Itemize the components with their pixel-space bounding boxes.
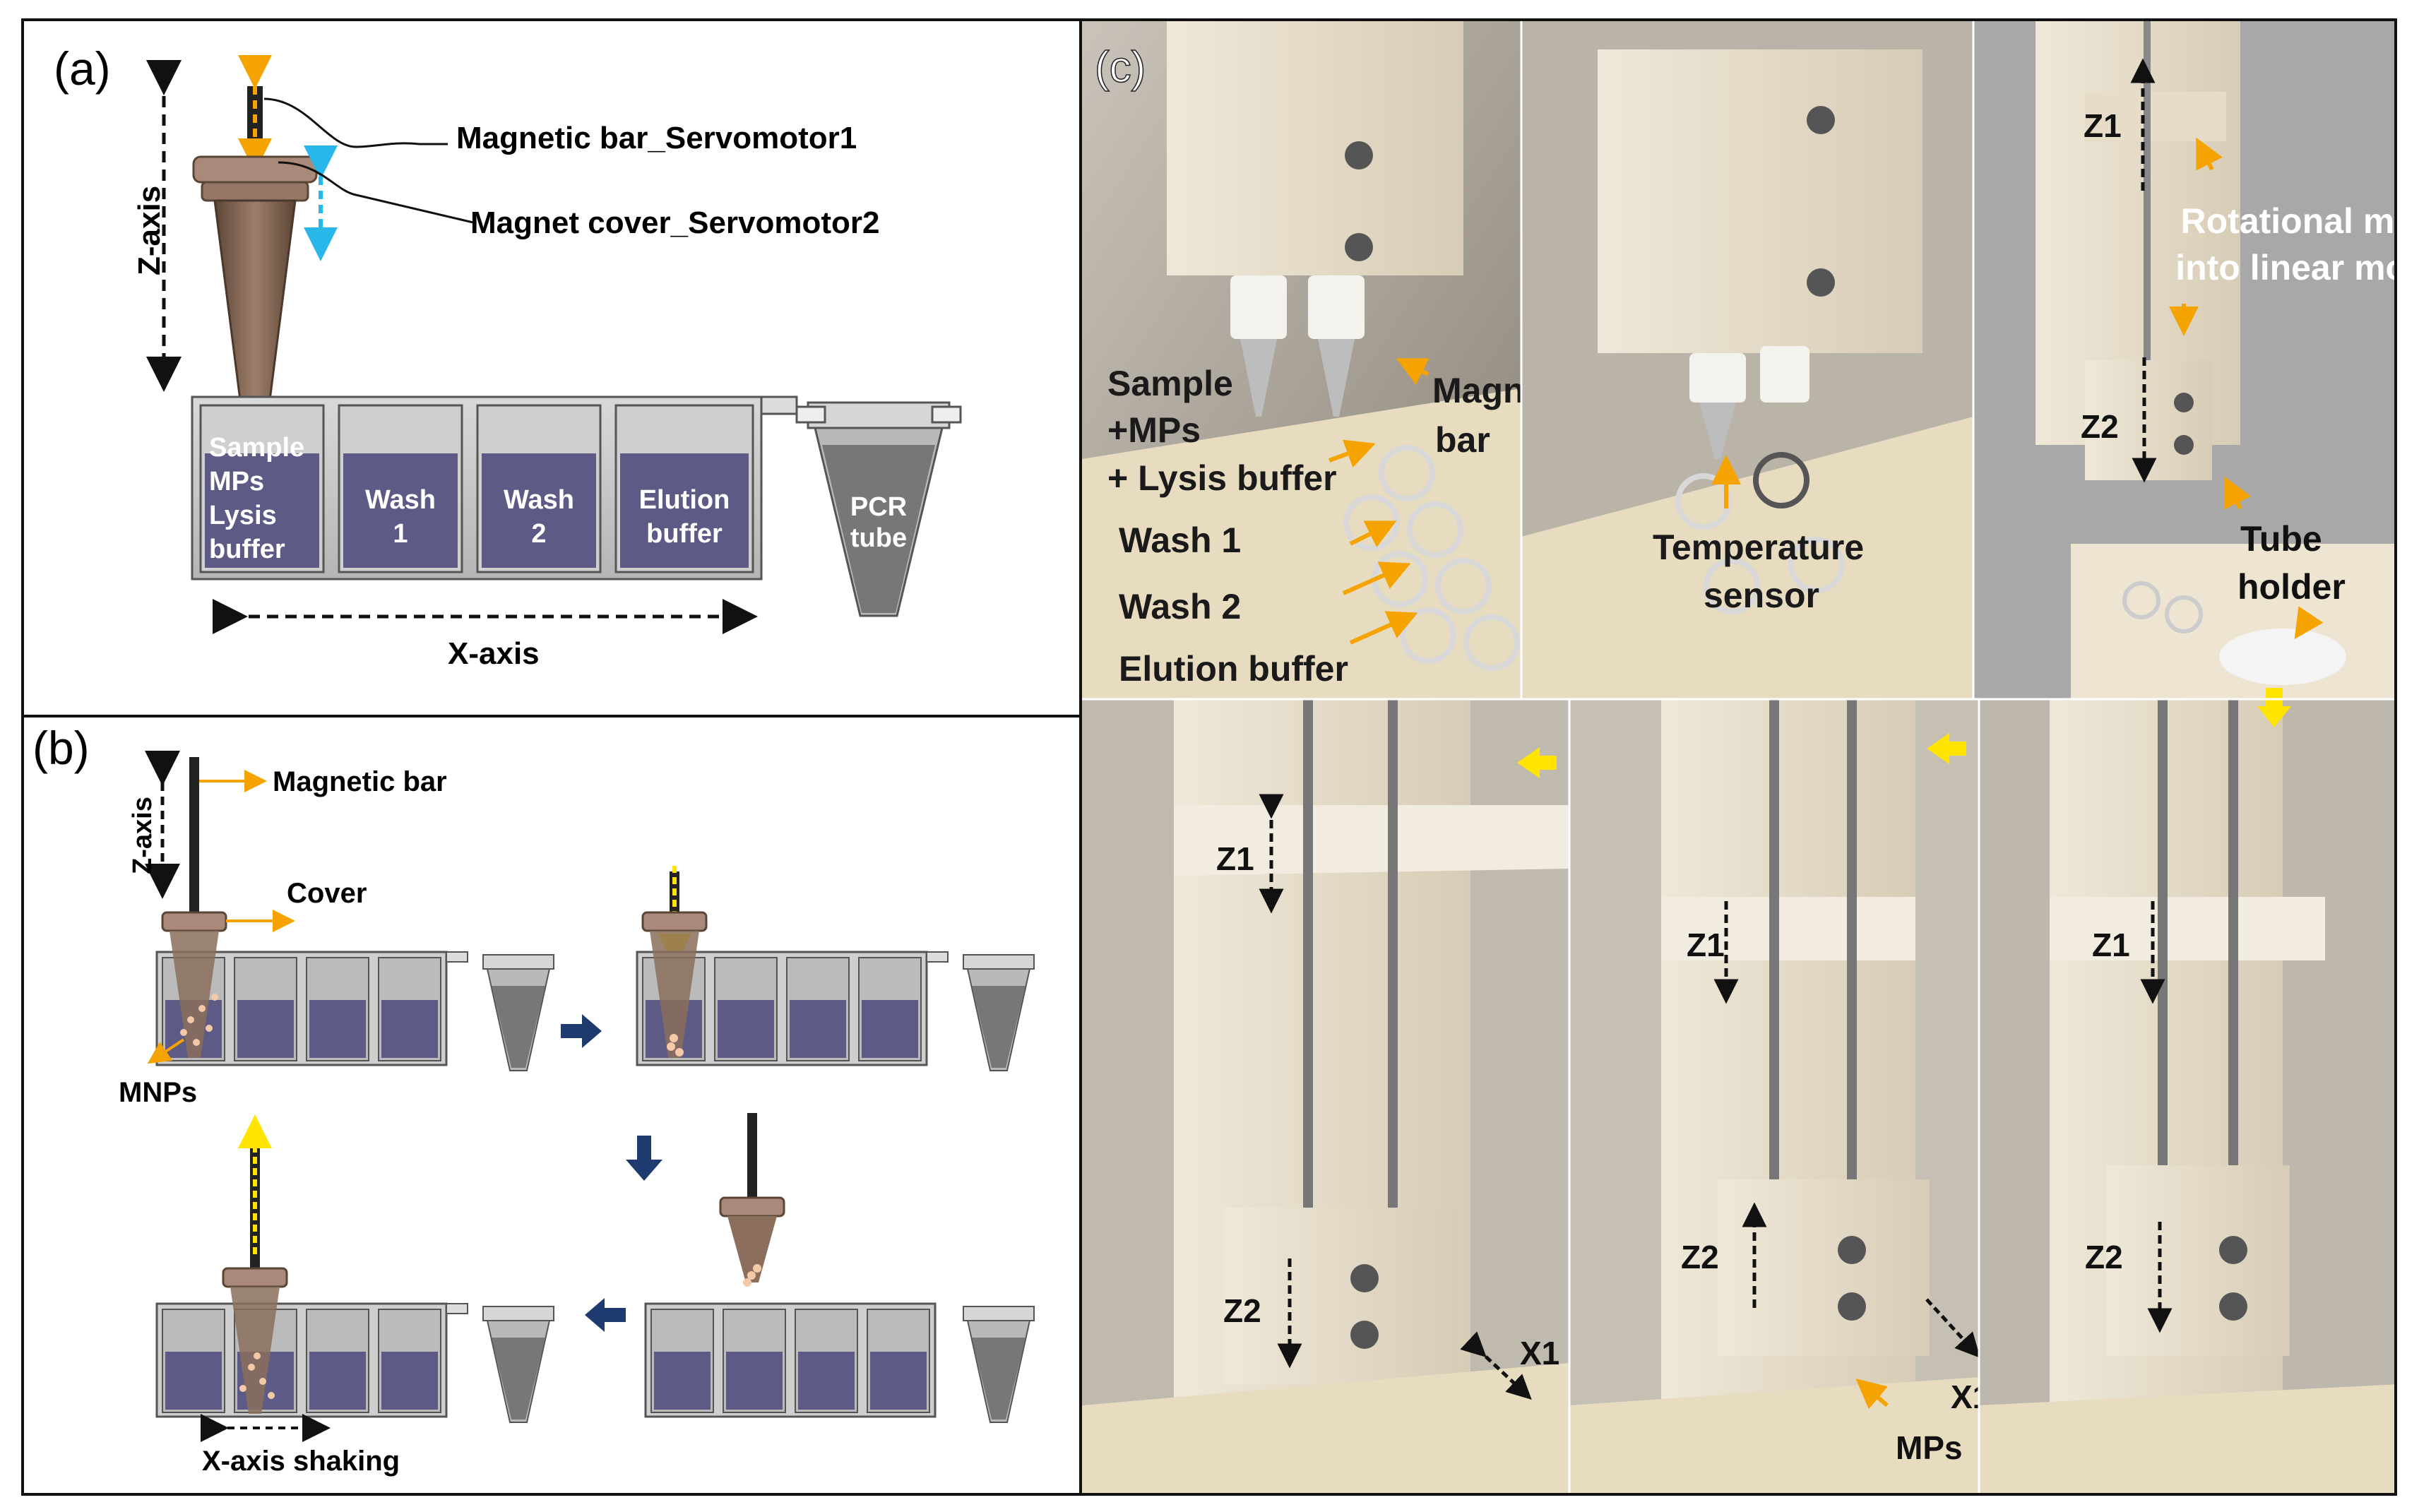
svg-text:PCR: PCR <box>850 492 907 522</box>
svg-text:Z2: Z2 <box>2081 408 2119 445</box>
svg-text:holder: holder <box>2237 567 2346 607</box>
panel-a-label: (a) <box>54 42 111 95</box>
photo-2 <box>1521 21 1973 699</box>
step-arrow-left <box>585 1298 626 1332</box>
svg-text:Z1: Z1 <box>1216 840 1254 877</box>
magnetic-bar-label-b: Magnetic bar <box>273 766 447 797</box>
well-wash-2: Wash 2 <box>476 404 602 573</box>
svg-text:+ Lysis buffer: + Lysis buffer <box>1107 458 1337 498</box>
svg-text:+MPs: +MPs <box>1107 410 1201 450</box>
z-axis-label: Z-axis <box>132 186 167 275</box>
svg-text:bar: bar <box>1435 420 1490 460</box>
svg-text:Wash: Wash <box>504 485 574 515</box>
svg-text:tube: tube <box>850 523 907 553</box>
photo-6 <box>1979 699 2394 1493</box>
well-elution: Elution buffer <box>614 404 754 573</box>
step-arrow-right <box>561 1014 602 1048</box>
magnetic-bar-label: Magnetic bar_Servomotor1 <box>456 121 857 155</box>
svg-text:1: 1 <box>393 519 408 549</box>
photo-4 <box>1082 699 1569 1493</box>
svg-text:Tube: Tube <box>2240 519 2322 559</box>
svg-text:Elution buffer: Elution buffer <box>1119 649 1348 689</box>
svg-text:Z1: Z1 <box>2092 927 2130 963</box>
panel-b: (b) Z-axis Magnetic bar Cover MNPs <box>21 715 1082 1496</box>
svg-text:into linear motion: into linear motion <box>2175 248 2397 287</box>
scene-4 <box>155 1114 554 1423</box>
panel-b-z-axis: Z-axis <box>128 797 157 874</box>
pcr-tube: PCR tube <box>795 401 962 617</box>
well-wash-1: Wash 1 <box>338 404 463 573</box>
svg-text:Temperature: Temperature <box>1653 528 1864 567</box>
svg-text:buffer: buffer <box>209 535 285 564</box>
panel-a: (a) Z-axis Magnetic bar_Servomotor1 Magn… <box>21 18 1082 718</box>
magnet-cover-label: Magnet cover_Servomotor2 <box>470 206 880 240</box>
svg-text:Z1: Z1 <box>1687 927 1725 963</box>
scene-1 <box>155 757 554 1071</box>
well-sample: Sample MPs Lysis buffer <box>199 404 325 573</box>
svg-text:Z1: Z1 <box>2084 107 2122 144</box>
panel-c: (c) Sample +MPs + Lysis buffer Wash 1 Wa… <box>1079 18 2397 1496</box>
svg-text:Lysis: Lysis <box>209 501 277 530</box>
svg-text:Wash 1: Wash 1 <box>1119 520 1241 560</box>
svg-text:MPs: MPs <box>209 467 264 496</box>
scene-2 <box>636 866 1035 1071</box>
svg-text:Rotational motion: Rotational motion <box>2181 201 2397 241</box>
photo-3 <box>1973 21 2394 699</box>
photo-5 <box>1569 699 1979 1493</box>
svg-text:Elution: Elution <box>639 485 730 515</box>
panel-b-diagram: (b) Z-axis Magnetic bar Cover MNPs <box>32 722 1035 1477</box>
svg-text:buffer: buffer <box>646 519 723 549</box>
panel-b-label: (b) <box>32 722 90 774</box>
photo-1 <box>1082 21 1521 699</box>
svg-text:Z2: Z2 <box>2085 1239 2123 1275</box>
scene-3 <box>644 1113 1035 1423</box>
svg-text:Wash: Wash <box>365 485 436 515</box>
svg-text:X1: X1 <box>1520 1335 1559 1371</box>
panel-c-photos: (c) Sample +MPs + Lysis buffer Wash 1 Wa… <box>1082 21 2397 1493</box>
shaking-label: X-axis shaking <box>202 1446 400 1477</box>
svg-text:Sample: Sample <box>1107 364 1233 403</box>
svg-text:Z2: Z2 <box>1223 1292 1261 1329</box>
panel-a-diagram: (a) Z-axis Magnetic bar_Servomotor1 Magn… <box>54 42 962 671</box>
magnet-cover <box>192 155 318 184</box>
svg-text:sensor: sensor <box>1704 576 1819 615</box>
cover-label: Cover <box>287 878 367 909</box>
svg-text:Z2: Z2 <box>1681 1239 1719 1275</box>
svg-text:MPs: MPs <box>1896 1429 1963 1466</box>
panel-c-label: (c) <box>1095 43 1146 92</box>
x-axis-label: X-axis <box>448 636 540 671</box>
pipette-tip <box>213 199 297 418</box>
svg-text:2: 2 <box>531 519 546 549</box>
mnps-label: MNPs <box>119 1077 197 1108</box>
svg-text:Sample: Sample <box>209 433 304 463</box>
step-arrow-down <box>626 1136 662 1181</box>
svg-text:Wash 2: Wash 2 <box>1119 587 1241 626</box>
